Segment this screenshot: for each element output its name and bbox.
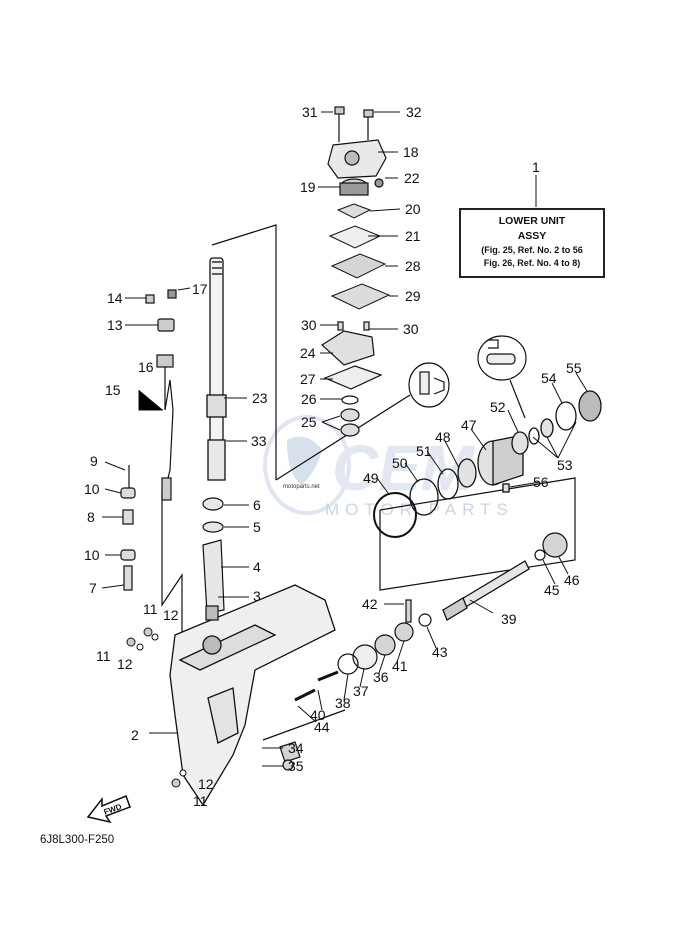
callout-7: 7: [89, 580, 97, 596]
water-pump-housing: [327, 139, 387, 179]
watermark-logo: CEM: [263, 415, 476, 515]
callout-49: 49: [363, 470, 379, 486]
reference-note-1: (Fig. 25, Ref. No. 2 to 56: [481, 245, 583, 255]
callout-27: 27: [300, 371, 316, 387]
callout-4: 4: [253, 559, 261, 575]
pump-base: [321, 330, 383, 390]
callout-13: 13: [107, 317, 123, 333]
callout-55: 55: [566, 360, 582, 376]
callout-39: 39: [501, 611, 517, 627]
shaft-guide-line: [211, 224, 277, 480]
callout-26: 26: [301, 391, 317, 407]
callout-8: 8: [87, 509, 95, 525]
gears-and-bearings: [279, 532, 568, 771]
propeller-shaft: [442, 560, 530, 621]
callout-15: 15: [105, 382, 121, 398]
callout-17: 17: [192, 281, 208, 297]
callout-6: 6: [253, 497, 261, 513]
callout-12b: 12: [117, 656, 133, 672]
callout-18: 18: [403, 144, 419, 160]
callout-46: 46: [564, 572, 580, 588]
callout-9: 9: [90, 453, 98, 469]
shift-link-parts: [120, 465, 136, 591]
callout-21: 21: [405, 228, 421, 244]
callout-2: 2: [131, 727, 139, 743]
callout-22: 22: [404, 170, 420, 186]
leader-line: [275, 394, 411, 481]
callout-16: 16: [138, 359, 154, 375]
callout-1: 1: [532, 159, 540, 175]
callout-50: 50: [392, 455, 408, 471]
callout-45: 45: [544, 582, 560, 598]
lower-unit-reference-box: LOWER UNIT ASSY (Fig. 25, Ref. No. 2 to …: [459, 208, 605, 278]
drive-shaft: [206, 257, 227, 481]
small-print-credit: motoparts.net: [283, 484, 320, 490]
callout-43: 43: [432, 644, 448, 660]
callout-23: 23: [252, 390, 268, 406]
shift-rod-assembly: [145, 289, 177, 501]
callout-19: 19: [300, 179, 316, 195]
callout-10b: 10: [84, 547, 100, 563]
callout-53: 53: [557, 457, 573, 473]
callout-20: 20: [405, 201, 421, 217]
bearing-housing: [373, 390, 602, 538]
reference-note-2: Fig. 26, Ref. No. 4 to 8): [483, 258, 581, 268]
callout-3: 3: [253, 588, 261, 604]
svg-text:CEM: CEM: [332, 432, 476, 504]
callout-32: 32: [406, 104, 422, 120]
callout-33: 33: [251, 433, 267, 449]
callout-14: 14: [107, 290, 123, 306]
gasket-plate: [328, 225, 391, 310]
callout-52: 52: [490, 399, 506, 415]
callout-24: 24: [300, 345, 316, 361]
callout-31: 31: [302, 104, 318, 120]
seals-25-26: [337, 178, 384, 437]
housing-guide-line: [161, 490, 183, 660]
water-tube-parts: [202, 497, 225, 621]
callout-25: 25: [301, 414, 317, 430]
callout-37: 37: [353, 683, 369, 699]
callout-51: 51: [416, 443, 432, 459]
lower-casing: [169, 584, 336, 807]
cartridge-insert: [336, 203, 372, 219]
forward-arrow-icon: FWD: [86, 795, 131, 824]
callout-30a: 30: [301, 317, 317, 333]
detail-circle-b: [477, 335, 527, 419]
callout-35: 35: [288, 758, 304, 774]
detail-circle-a: [408, 362, 450, 408]
callout-11c: 11: [193, 793, 208, 809]
callout-40: 40: [310, 707, 326, 723]
impeller: [339, 178, 369, 196]
anode-screws: [126, 627, 187, 788]
callout-30b: 30: [403, 321, 419, 337]
guide-line-44: [262, 709, 346, 741]
figure-code: 6J8L300-F250: [40, 834, 115, 846]
callout-12c: 12: [198, 776, 214, 792]
callout-54: 54: [541, 370, 557, 386]
callout-11b: 11: [96, 648, 111, 664]
callout-41: 41: [392, 658, 408, 674]
callout-12a: 12: [163, 607, 179, 623]
propeller-shaft-guide: [379, 477, 576, 591]
callout-5: 5: [253, 519, 261, 535]
callout-29: 29: [405, 288, 421, 304]
reference-subtitle: ASSY: [517, 230, 547, 242]
callout-42: 42: [362, 596, 378, 612]
callout-leaders: [101, 111, 588, 767]
callout-38: 38: [335, 695, 351, 711]
callout-44: 44: [314, 719, 330, 735]
callout-47: 47: [461, 417, 477, 433]
callout-36: 36: [373, 669, 389, 685]
bolts-31-32: [334, 106, 374, 142]
callout-48: 48: [435, 429, 451, 445]
callout-11a: 11: [143, 601, 158, 617]
callout-34: 34: [288, 740, 304, 756]
callout-10a: 10: [84, 481, 100, 497]
callout-56: 56: [533, 474, 549, 490]
callout-28: 28: [405, 258, 421, 274]
reference-title: LOWER UNIT: [498, 215, 566, 227]
